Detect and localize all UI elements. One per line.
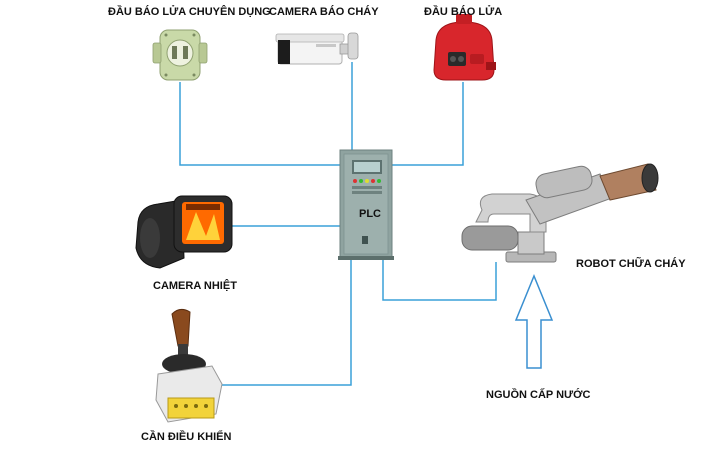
thermal-camera-icon — [135, 195, 233, 269]
fire-camera-label: CAMERA BÁO CHÁY — [269, 6, 379, 18]
control-cabinet-icon — [338, 149, 394, 260]
thermal-camera-label: CAMERA NHIỆT — [153, 280, 237, 292]
water-cannon-robot-icon — [461, 163, 659, 263]
line-robot — [382, 258, 497, 301]
bullet-camera-icon — [275, 32, 359, 65]
flame-detector-label: ĐẦU BÁO LỬA — [424, 6, 503, 18]
plc-label: PLC — [359, 208, 381, 220]
joystick-icon — [155, 308, 223, 423]
connection-lines — [179, 62, 497, 386]
robot-label: ROBOT CHỮA CHÁY — [576, 258, 686, 270]
explosion-proof-detector-icon — [152, 29, 208, 81]
water-supply-arrow — [514, 274, 554, 369]
line-flame-detector — [392, 82, 464, 166]
water-source-label: NGUỒN CẤP NƯỚC — [486, 389, 591, 401]
line-joystick — [220, 258, 352, 386]
red-flame-detector-icon — [433, 14, 496, 81]
line-dedicated-detector — [179, 82, 340, 166]
dedicated-detector-label: ĐẦU BÁO LỬA CHUYÊN DỤNG — [108, 6, 271, 18]
joystick-label: CẦN ĐIỀU KHIỂN — [141, 431, 232, 443]
